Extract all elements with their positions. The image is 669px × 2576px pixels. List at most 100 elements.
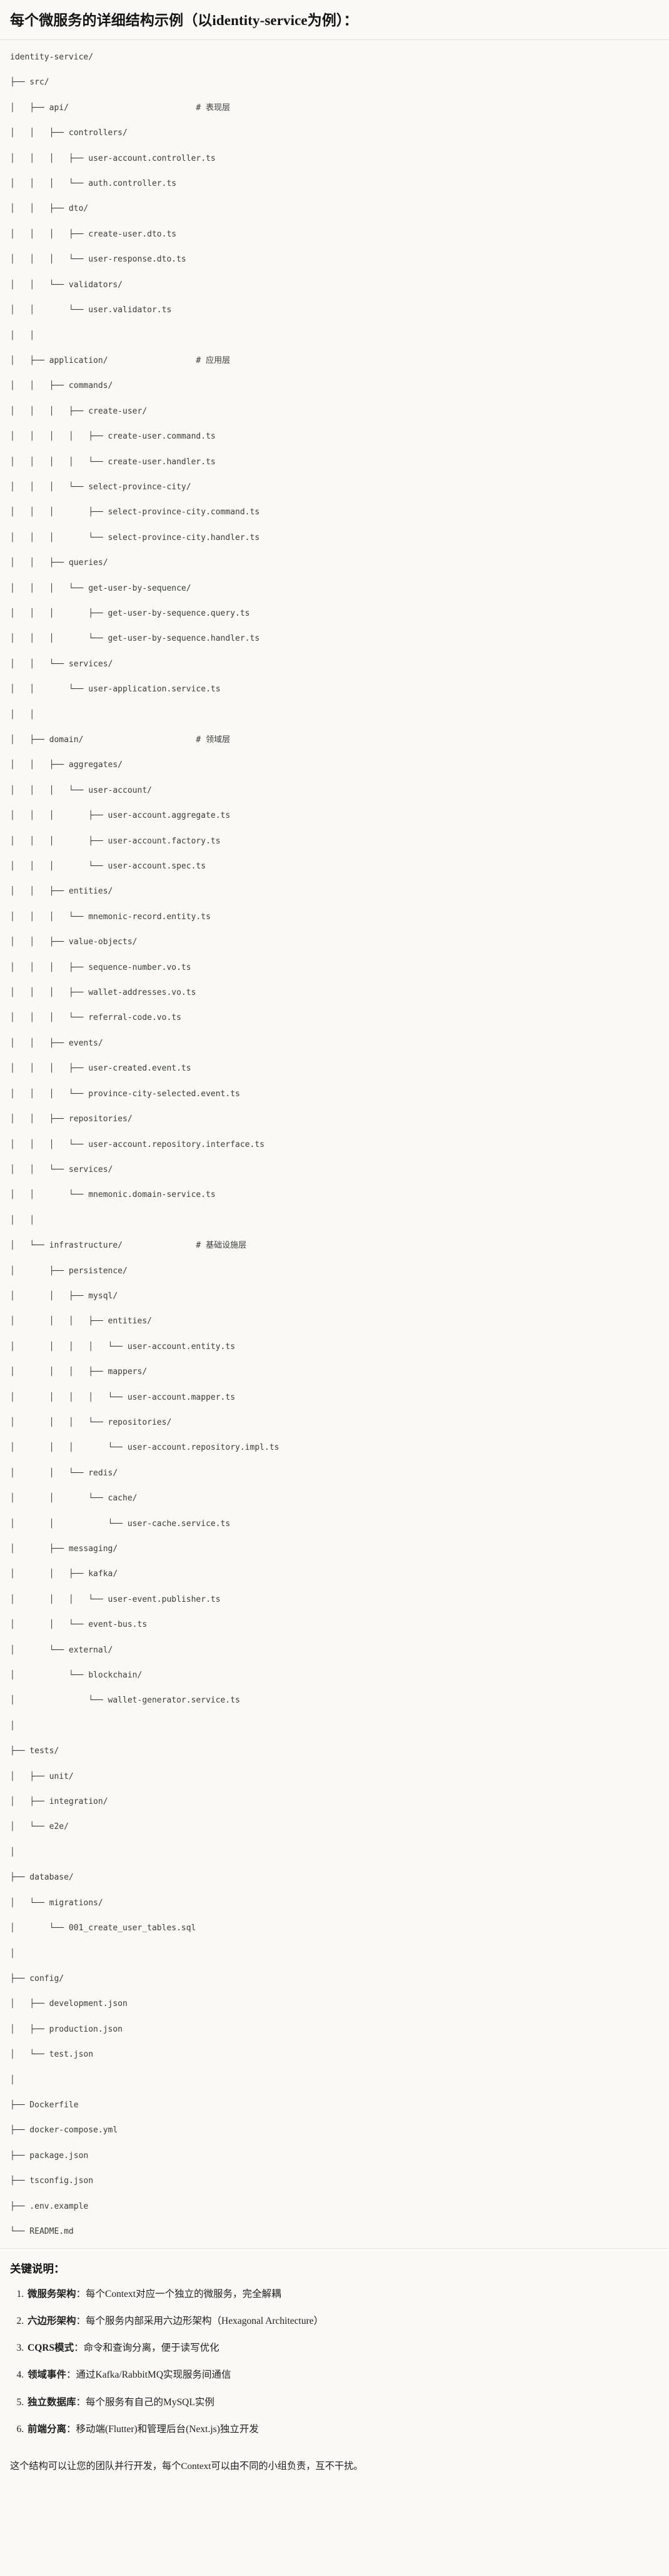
page-title: 每个微服务的详细结构示例（以identity-service为例）： xyxy=(0,0,669,41)
tree-line: │ │ ├── controllers/ xyxy=(10,128,128,138)
key-note-item: 前端分离：移动端(Flutter)和管理后台(Next.js)独立开发 xyxy=(26,2422,659,2436)
tree-line: │ │ │ ├── mappers/ xyxy=(10,1367,148,1377)
tree-line-comment: # 基础设施层 xyxy=(196,1241,247,1251)
tree-line: │ └── migrations/ xyxy=(10,1898,103,1908)
tree-line: ├── tests/ xyxy=(10,1746,59,1756)
tree-line: │ │ │ └── user-response.dto.ts xyxy=(10,255,186,265)
tree-line: │ │ ├── events/ xyxy=(10,1038,103,1048)
tree-line: │ │ │ ├── select-province-city.command.t… xyxy=(10,507,260,517)
tree-line: │ │ │ └── repositories/ xyxy=(10,1417,172,1427)
key-note-description: 命令和查询分离，便于读写优化 xyxy=(83,2343,219,2354)
tree-line: identity-service/ xyxy=(10,53,94,63)
tree-line: │ │ │ └── user-account.repository.impl.t… xyxy=(10,1443,279,1453)
tree-line: │ │ │ │ └── user-account.entity.ts xyxy=(10,1341,236,1352)
tree-line: │ └── 001_create_user_tables.sql xyxy=(10,1923,196,1933)
closing-paragraph: 这个结构可以让您的团队并行开发，每个Context可以由不同的小组负责，互不干扰… xyxy=(10,2461,363,2472)
tree-line: │ └── infrastructure/ # 基础设施层 xyxy=(10,1240,659,1252)
tree-line: │ ├── messaging/ xyxy=(10,1544,118,1554)
tree-line: │ │ │ ├── create-user.dto.ts xyxy=(10,229,177,239)
tree-line: │ │ └── user-application.service.ts xyxy=(10,685,221,695)
tree-line-path: │ ├── api/ xyxy=(10,103,196,113)
tree-line: │ │ │ ├── user-account.factory.ts xyxy=(10,836,221,846)
tree-line: │ │ │ └── user-event.publisher.ts xyxy=(10,1594,221,1604)
tree-line: │ │ │ ├── get-user-by-sequence.query.ts xyxy=(10,608,250,618)
key-note-term: CQRS模式 xyxy=(28,2343,74,2354)
tree-line: ├── tsconfig.json xyxy=(10,2176,94,2186)
tree-line: │ │ └── mnemonic.domain-service.ts xyxy=(10,1190,216,1200)
tree-line: │ │ ├── value-objects/ xyxy=(10,937,138,947)
tree-line: │ │ │ ├── user-account.aggregate.ts xyxy=(10,811,231,821)
tree-line: │ │ │ │ └── user-account.mapper.ts xyxy=(10,1392,236,1402)
tree-line: │ │ │ └── province-city-selected.event.t… xyxy=(10,1089,240,1099)
tree-line: │ │ │ └── select-province-city/ xyxy=(10,482,191,492)
tree-line: │ xyxy=(10,1948,15,1958)
tree-line: │ └── blockchain/ xyxy=(10,1671,143,1681)
tree-line: │ ├── application/ # 应用层 xyxy=(10,355,659,367)
key-note-item: 独立数据库：每个服务有自己的MySQL实例 xyxy=(26,2395,659,2410)
directory-tree-content: identity-service/ ├── src/ │ ├── api/ # … xyxy=(10,51,659,2238)
key-note-separator: ： xyxy=(76,2315,86,2326)
tree-line: │ │ │ │ └── create-user.handler.ts xyxy=(10,457,216,467)
tree-line: │ └── test.json xyxy=(10,2050,94,2060)
tree-line: │ │ │ └── user-account/ xyxy=(10,785,152,795)
tree-line: ├── database/ xyxy=(10,1873,74,1883)
tree-line: │ │ ├── kafka/ xyxy=(10,1569,118,1579)
key-note-description: 每个Context对应一个独立的微服务，完全解耦 xyxy=(86,2288,281,2299)
tree-line: │ │ └── services/ xyxy=(10,659,113,669)
key-note-description: 移动端(Flutter)和管理后台(Next.js)独立开发 xyxy=(76,2423,259,2435)
tree-line: │ │ ├── commands/ xyxy=(10,381,113,391)
tree-line: ├── .env.example xyxy=(10,2201,89,2211)
tree-line-path: │ ├── domain/ xyxy=(10,735,196,745)
tree-line: │ │ ├── aggregates/ xyxy=(10,760,123,770)
key-note-term: 微服务架构 xyxy=(28,2288,76,2299)
key-note-description: 每个服务有自己的MySQL实例 xyxy=(86,2396,214,2408)
tree-line: │ │ │ └── user-account.repository.interf… xyxy=(10,1139,264,1149)
tree-line-path: │ └── infrastructure/ xyxy=(10,1241,196,1251)
tree-line: │ │ ├── queries/ xyxy=(10,558,108,568)
tree-line: │ │ │ └── get-user-by-sequence.handler.t… xyxy=(10,634,260,644)
tree-line-comment: # 表现层 xyxy=(196,103,231,113)
tree-line: │ │ xyxy=(10,330,35,340)
tree-line: │ ├── unit/ xyxy=(10,1771,74,1781)
directory-tree-codeblock: identity-service/ ├── src/ │ ├── api/ # … xyxy=(0,40,669,2249)
directory-tree: identity-service/ ├── src/ │ ├── api/ # … xyxy=(10,51,659,2238)
tree-line: └── README.md xyxy=(10,2226,74,2236)
key-note-separator: ： xyxy=(76,2396,86,2408)
key-notes-list: 微服务架构：每个Context对应一个独立的微服务，完全解耦六边形架构：每个服务… xyxy=(10,2287,659,2437)
tree-line: │ └── wallet-generator.service.ts xyxy=(10,1696,240,1706)
tree-line: │ │ │ └── user-account.spec.ts xyxy=(10,862,206,872)
tree-line: ├── docker-compose.yml xyxy=(10,2125,118,2136)
key-note-term: 领域事件 xyxy=(28,2370,67,2381)
key-notes-section: 关键说明： 微服务架构：每个Context对应一个独立的微服务，完全解耦六边形架… xyxy=(0,2249,669,2455)
key-note-term: 独立数据库 xyxy=(28,2396,76,2408)
key-note-item: 领域事件：通过Kafka/RabbitMQ实现服务间通信 xyxy=(26,2368,659,2382)
key-notes-title: 关键说明： xyxy=(10,2263,65,2276)
tree-line: │ xyxy=(10,1721,15,1731)
tree-line: │ │ │ └── select-province-city.handler.t… xyxy=(10,532,260,542)
key-note-separator: ： xyxy=(76,2288,86,2299)
tree-line: │ │ └── services/ xyxy=(10,1164,113,1174)
tree-line: │ │ xyxy=(10,1215,35,1225)
tree-line: │ │ └── event-bus.ts xyxy=(10,1620,148,1630)
tree-line: ├── Dockerfile xyxy=(10,2100,79,2110)
tree-line: │ xyxy=(10,1847,15,1857)
tree-line: │ │ │ │ ├── create-user.command.ts xyxy=(10,432,216,442)
key-note-separator: ： xyxy=(66,2370,76,2381)
key-note-description: 通过Kafka/RabbitMQ实现服务间通信 xyxy=(76,2370,231,2381)
tree-line: │ │ xyxy=(10,710,35,720)
tree-line: │ │ │ └── mnemonic-record.entity.ts xyxy=(10,912,211,922)
tree-line: │ │ │ ├── create-user/ xyxy=(10,406,148,416)
key-note-item: 六边形架构：每个服务内部采用六边形架构（Hexagonal Architectu… xyxy=(26,2314,659,2328)
tree-line: │ │ └── redis/ xyxy=(10,1468,118,1478)
tree-line: ├── package.json xyxy=(10,2151,89,2161)
tree-line: │ │ ├── dto/ xyxy=(10,204,89,214)
tree-line: │ └── e2e/ xyxy=(10,1822,69,1832)
tree-line: │ │ └── validators/ xyxy=(10,280,123,290)
tree-line: │ ├── integration/ xyxy=(10,1797,108,1807)
tree-line-comment: # 应用层 xyxy=(196,355,231,365)
tree-line: │ │ │ └── get-user-by-sequence/ xyxy=(10,583,191,593)
tree-line: │ │ │ ├── entities/ xyxy=(10,1316,152,1326)
tree-line: │ │ │ ├── wallet-addresses.vo.ts xyxy=(10,988,196,998)
tree-line: │ │ ├── mysql/ xyxy=(10,1291,118,1301)
tree-line: │ │ │ ├── user-account.controller.ts xyxy=(10,153,216,163)
